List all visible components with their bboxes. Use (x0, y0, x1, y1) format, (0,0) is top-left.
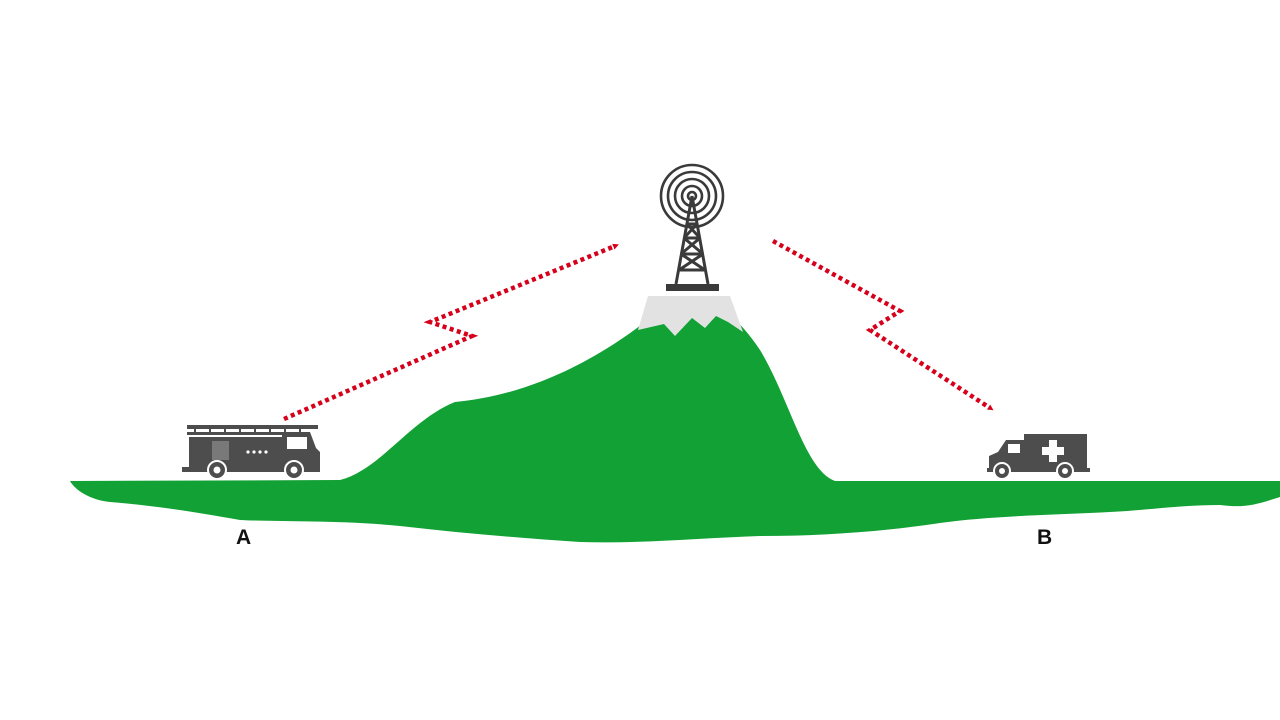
radio-tower-icon (661, 165, 723, 291)
point-b-label: B (1037, 527, 1052, 548)
fire-truck-icon (182, 425, 320, 479)
ground-terrain (70, 301, 1280, 542)
signal-downlink (773, 241, 990, 408)
ambulance-icon (987, 434, 1090, 479)
point-a-label: A (236, 527, 251, 548)
